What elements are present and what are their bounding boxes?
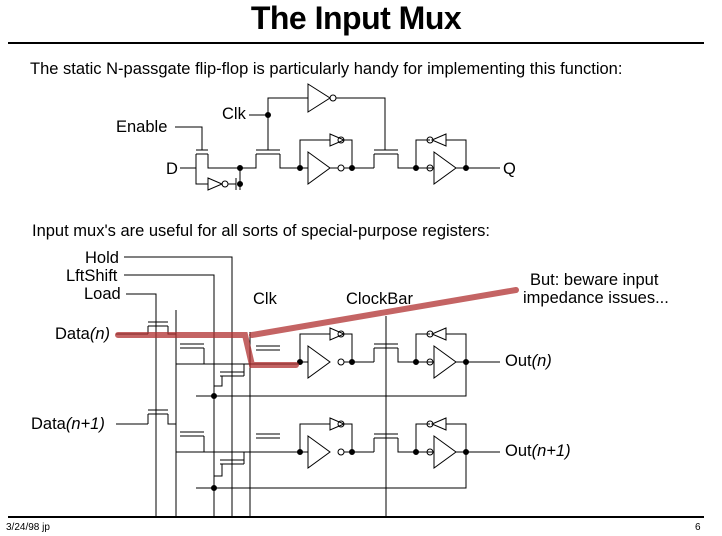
footer-date: 3/24/98 jp (6, 522, 50, 533)
title-rule (8, 42, 704, 44)
intro-text: The static N-passgate flip-flop is parti… (30, 60, 623, 78)
note-line-1: But: beware input (530, 271, 659, 289)
load-wire (126, 293, 157, 516)
hold-passgate-n1 (180, 431, 205, 452)
mux-row-n (116, 321, 500, 399)
feedback-n1 (196, 452, 467, 489)
hold-passgate-n (180, 343, 205, 364)
load-passgate-n1 (147, 409, 176, 425)
top-flip-flop (175, 83, 500, 191)
clk-to-inv (267, 97, 300, 115)
out-n1-label: Out(n+1) (505, 442, 571, 461)
data-n-index: (n) (89, 325, 111, 343)
out-n-label: Out(n) (505, 352, 552, 371)
clock-inverter (300, 83, 331, 113)
page-title: The Input Mux (250, 0, 462, 36)
clkbar-wire (336, 97, 386, 150)
out-n1-name: Out (505, 442, 532, 460)
shift-passgate-n1 (214, 452, 245, 477)
slave-bubble-n1 (426, 448, 434, 456)
hold-label: Hold (85, 249, 119, 267)
node-shift-n1 (211, 485, 217, 491)
impedance-highlight (115, 287, 519, 368)
small-inverter (207, 177, 224, 191)
master-bubble-n1 (337, 448, 345, 456)
master-inverter-n1 (300, 435, 331, 469)
master-bubble-n (337, 358, 345, 366)
footer-rule (8, 516, 704, 518)
out-n-index: (n) (531, 352, 552, 370)
mux-node-n1 (175, 424, 186, 453)
enable-passgate (196, 149, 208, 155)
clk-passgate (256, 149, 280, 155)
data-n1-label: Data(n+1) (31, 415, 105, 434)
highlight-pointer (249, 287, 519, 338)
data-n-name: Data (55, 325, 90, 343)
d-label: D (166, 160, 178, 178)
slave-feedback-inverter (415, 133, 467, 168)
footer-page: 6 (695, 522, 701, 533)
mux-control-lines (124, 256, 387, 516)
data-n1-index: (n+1) (65, 415, 105, 433)
slave-bubble-n (426, 358, 434, 366)
d-wire-out (207, 154, 240, 169)
slave-inverter-n (416, 345, 457, 379)
clockbar-label: ClockBar (346, 290, 413, 308)
slave-inverter-n1 (416, 435, 457, 469)
master-inverter-n (300, 345, 331, 379)
slave-pass-wires (373, 154, 416, 169)
data-n1-name: Data (31, 415, 66, 433)
load-passgate-n (147, 321, 176, 335)
mux-node-n (175, 334, 186, 365)
slave-fb-n (415, 327, 467, 362)
shift-passgate-n (214, 364, 245, 387)
slave-fb-bubble-n (426, 330, 434, 338)
lftshift-label: LftShift (66, 267, 118, 285)
hold-wire (124, 256, 233, 516)
lftshift-wire (124, 274, 215, 516)
clk-label-top: Clk (222, 105, 246, 123)
master-inverter (300, 151, 331, 185)
data-n-label: Data(n) (55, 325, 110, 344)
master-fb-bubble-n (337, 330, 345, 338)
feedback-n (196, 362, 467, 397)
enable-label: Enable (116, 118, 168, 136)
slave-inverter-bubble (426, 164, 434, 172)
clk-pass-wires (240, 154, 300, 169)
enable-wire (175, 126, 203, 150)
d-wire (180, 154, 197, 169)
master-fb-n (299, 327, 353, 362)
small-passgate (228, 168, 241, 190)
mux-row-n1 (116, 409, 500, 491)
master-fb-bubble-n1 (337, 420, 345, 428)
slave-passgate (374, 149, 398, 155)
small-inv-wire (195, 168, 208, 185)
slave-inverter (416, 151, 457, 185)
slave-fb-bubble (426, 136, 434, 144)
slave-passgate-n (373, 343, 416, 363)
clk-passgate-n1 (256, 433, 280, 439)
master-fb-wire (344, 139, 353, 168)
node-shift-n (211, 393, 217, 399)
clk-label-mux: Clk (253, 290, 277, 308)
out-n-name: Out (505, 352, 532, 370)
q-label: Q (503, 160, 516, 178)
mux-text: Input mux's are useful for all sorts of … (32, 222, 491, 240)
slave-passgate-n1 (373, 433, 416, 453)
master-fb-n1 (299, 417, 353, 452)
clk-wire-top (249, 114, 269, 150)
slave-fb-bubble-n1 (426, 420, 434, 428)
load-label: Load (84, 285, 121, 303)
highlight-data-path (115, 332, 299, 368)
out-n1-index: (n+1) (531, 442, 571, 460)
node-small (237, 181, 243, 187)
master-feedback-inverter (299, 133, 346, 168)
note-line-2: impedance issues... (523, 289, 669, 307)
clk-passgate-n (256, 345, 280, 351)
master-inverter-bubble (337, 164, 345, 172)
slave-fb-n1 (415, 417, 467, 452)
